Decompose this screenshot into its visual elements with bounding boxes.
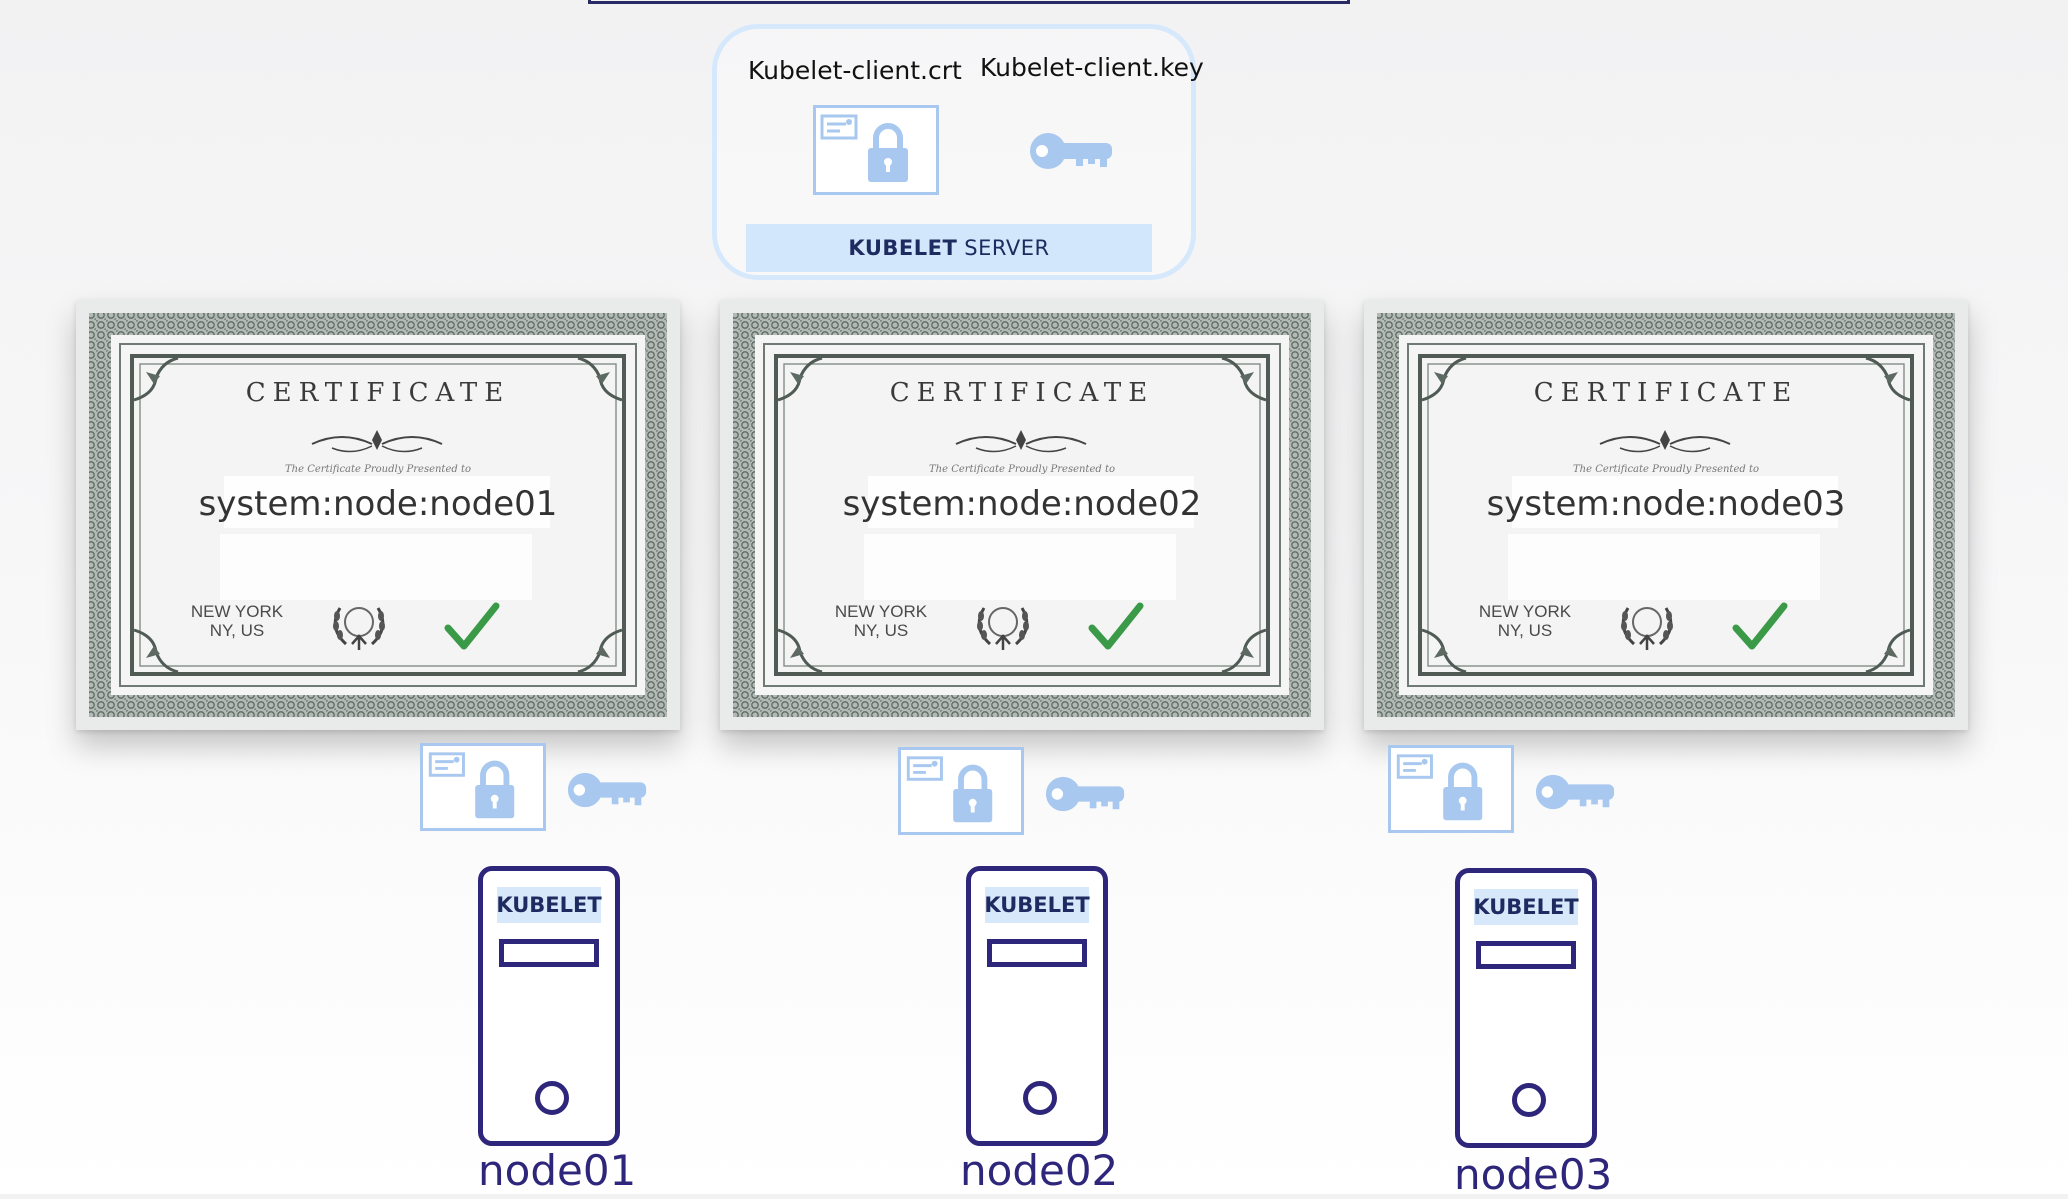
kubelet-server-banner: KUBELET SERVER [746,224,1152,272]
key-icon [566,768,648,812]
certificate-subject: system:node:node01 [198,484,558,524]
certificate-city: NEW YORK [834,602,928,621]
certificate-location: NEW YORK NY, US [172,602,302,640]
checkmark-icon [1730,598,1790,654]
name-background [868,476,1194,528]
banner-kubelet-text: KUBELET [848,236,958,260]
checkmark-icon [1086,598,1146,654]
certificate-region: NY, US [209,621,265,640]
kubelet-client-crt-label: Kubelet-client.crt [748,56,962,85]
tower-kubelet-label: KUBELET [496,887,602,923]
certificate-subject: system:node:node03 [1486,484,1846,524]
certificate-fine-print [1508,534,1820,600]
top-frame-edge [588,0,1350,4]
certificate-region: NY, US [1497,621,1553,640]
certificate-subtitle: The Certificate Proudly Presented to [285,464,471,475]
node03-certificate-icon [1388,745,1514,833]
laurel-seal-icon [328,600,390,652]
drive-slot [499,939,599,967]
certificate-subtitle: The Certificate Proudly Presented to [929,464,1115,475]
node01-label: node01 [478,1146,637,1195]
certificate-fine-print [864,534,1176,600]
server-certificate-icon [813,105,939,195]
laurel-seal-icon [1616,600,1678,652]
certificate-fine-print [220,534,532,600]
key-icon [1044,772,1126,816]
drive-slot [987,939,1087,967]
node02-label: node02 [960,1146,1119,1195]
drive-slot [1476,941,1576,969]
node01-certificate-icon [420,743,546,831]
laurel-seal-icon [972,600,1034,652]
node02-key-icon [1044,772,1126,816]
kubelet-client-key-label: Kubelet-client.key [980,53,1204,82]
node03-server-tower: KUBELET [1455,868,1597,1148]
node02-server-tower: KUBELET [966,866,1108,1146]
certificate-lock-icon [423,746,543,828]
certificate-subject: system:node:node02 [842,484,1202,524]
certificate-location: NEW YORK NY, US [1460,602,1590,640]
tower-kubelet-label: KUBELET [1473,889,1579,925]
key-icon [1028,128,1114,174]
tower-kubelet-label: KUBELET [984,887,1090,923]
certificate-title: CERTIFICATE [245,378,511,408]
checkmark-icon [442,598,502,654]
certificate-title: CERTIFICATE [1533,378,1799,408]
certificate-location: NEW YORK NY, US [816,602,946,640]
certificate-node02: CERTIFICATE The Certificate Proudly Pres… [720,300,1324,730]
certificate-node03: CERTIFICATE The Certificate Proudly Pres… [1364,300,1968,730]
certificate-subtitle: The Certificate Proudly Presented to [1573,464,1759,475]
node02-certificate-icon [898,747,1024,835]
certificate-title: CERTIFICATE [889,378,1155,408]
node01-key-icon [566,768,648,812]
certificate-lock-icon [901,750,1021,832]
power-button-icon [1512,1083,1546,1117]
server-key-icon [1028,128,1114,174]
name-background [224,476,550,528]
key-icon [1534,770,1616,814]
flourish-ornament [1590,426,1740,456]
banner-server-text: SERVER [964,236,1050,260]
power-button-icon [535,1081,569,1115]
name-background [1512,476,1838,528]
certificate-region: NY, US [853,621,909,640]
flourish-ornament [302,426,452,456]
node03-label: node03 [1454,1150,1613,1199]
certificate-lock-icon [1391,748,1511,830]
node01-server-tower: KUBELET [478,866,620,1146]
certificate-node01: CERTIFICATE The Certificate Proudly Pres… [76,300,680,730]
flourish-ornament [946,426,1096,456]
certificate-city: NEW YORK [1478,602,1572,621]
certificate-lock-icon [816,108,936,192]
certificate-city: NEW YORK [190,602,284,621]
node03-key-icon [1534,770,1616,814]
power-button-icon [1023,1081,1057,1115]
